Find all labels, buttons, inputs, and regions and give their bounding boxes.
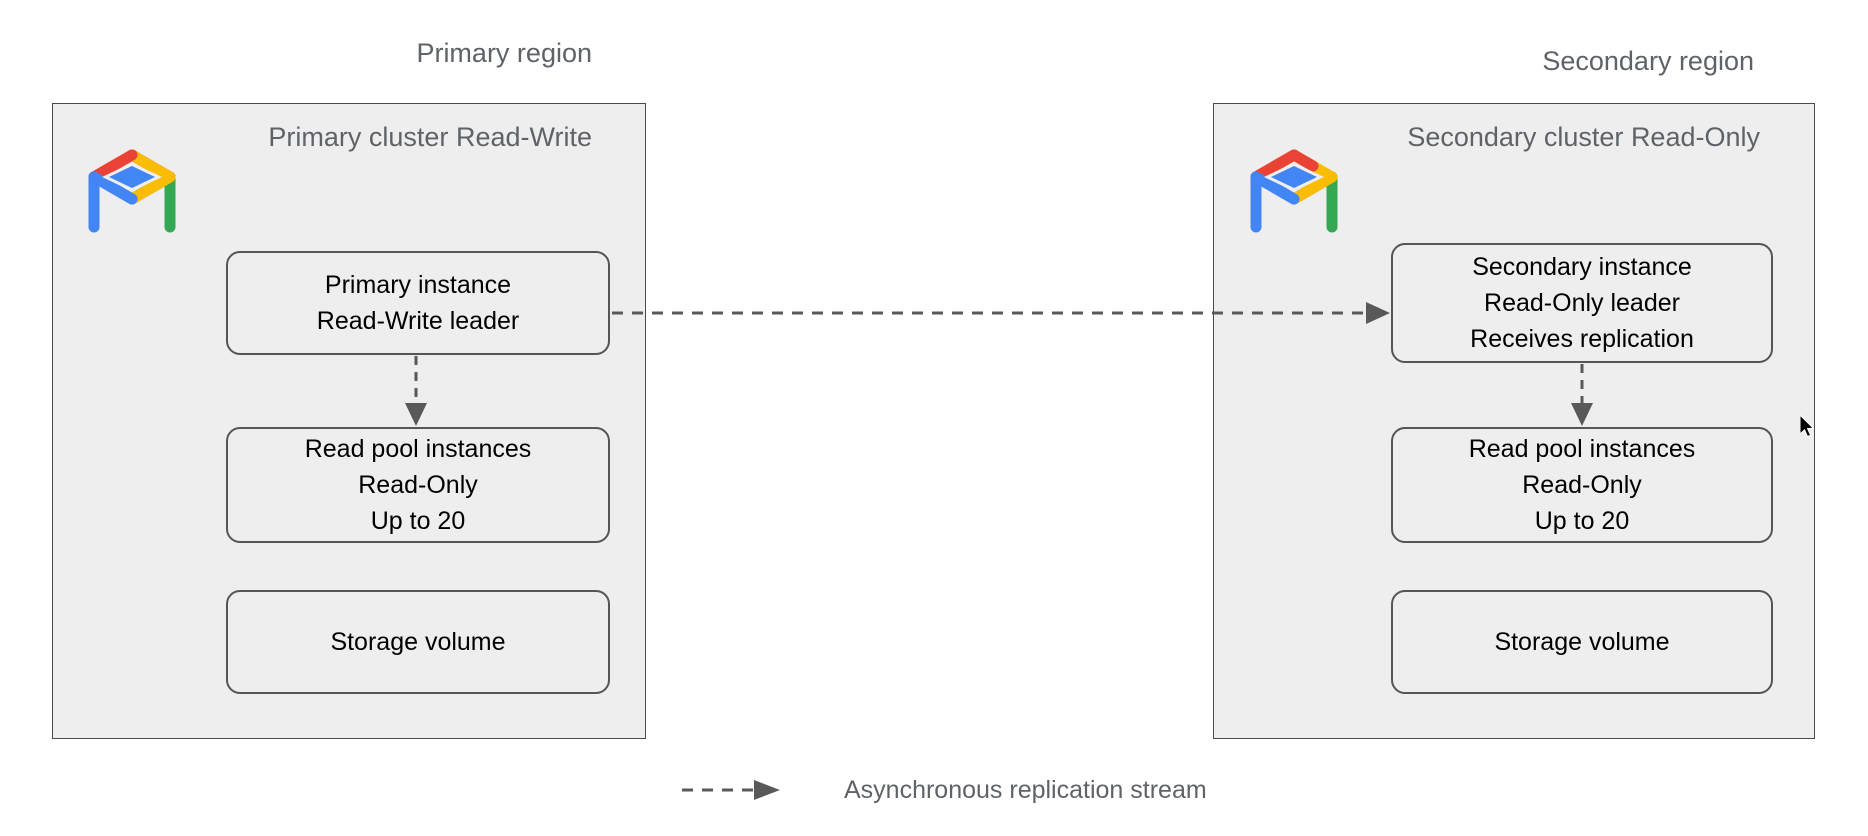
legend: Asynchronous replication stream — [682, 775, 1207, 805]
node-primary-storage-volume[interactable]: Storage volume — [226, 590, 610, 694]
node-line: Storage volume — [1494, 628, 1670, 656]
primary-region-label: Primary region — [416, 38, 592, 68]
secondary-cluster-label-line2: Read-Only — [1630, 122, 1760, 152]
node-line: Read pool instances — [304, 435, 532, 463]
legend-dashed-arrow-icon — [682, 780, 780, 800]
node-line: Read pool instances — [1468, 435, 1696, 463]
secondary-cluster-label: Secondary cluster Read-Only — [1360, 118, 1760, 157]
node-secondary-read-pool[interactable]: Read pool instances Read-Only Up to 20 — [1391, 427, 1773, 543]
legend-label: Asynchronous replication stream — [844, 776, 1207, 804]
secondary-cluster-label-line1: Secondary cluster — [1407, 122, 1624, 152]
secondary-region-label: Secondary region — [1542, 46, 1754, 76]
alloydb-logo — [80, 133, 184, 237]
node-line: Receives replication — [1470, 325, 1694, 353]
mouse-cursor — [1799, 413, 1816, 439]
node-line: Up to 20 — [1534, 507, 1630, 535]
node-line: Read-Write leader — [316, 307, 520, 335]
node-secondary-instance[interactable]: Secondary instance Read-Only leader Rece… — [1391, 243, 1773, 363]
node-primary-read-pool[interactable]: Read pool instances Read-Only Up to 20 — [226, 427, 610, 543]
node-line: Up to 20 — [370, 507, 466, 535]
node-line: Read-Only leader — [1484, 289, 1680, 317]
node-primary-instance[interactable]: Primary instance Read-Write leader — [226, 251, 610, 355]
node-secondary-storage-volume[interactable]: Storage volume — [1391, 590, 1773, 694]
node-line: Storage volume — [330, 628, 506, 656]
node-line: Primary instance — [324, 271, 512, 299]
node-line: Read-Only — [1522, 471, 1642, 499]
node-line: Read-Only — [358, 471, 478, 499]
primary-cluster-label-line2: Read-Write — [455, 122, 592, 152]
primary-cluster-label-line1: Primary cluster — [268, 122, 449, 152]
node-line: Secondary instance — [1472, 253, 1692, 281]
alloydb-logo — [1242, 133, 1346, 237]
primary-cluster-label: Primary cluster Read-Write — [200, 118, 592, 157]
